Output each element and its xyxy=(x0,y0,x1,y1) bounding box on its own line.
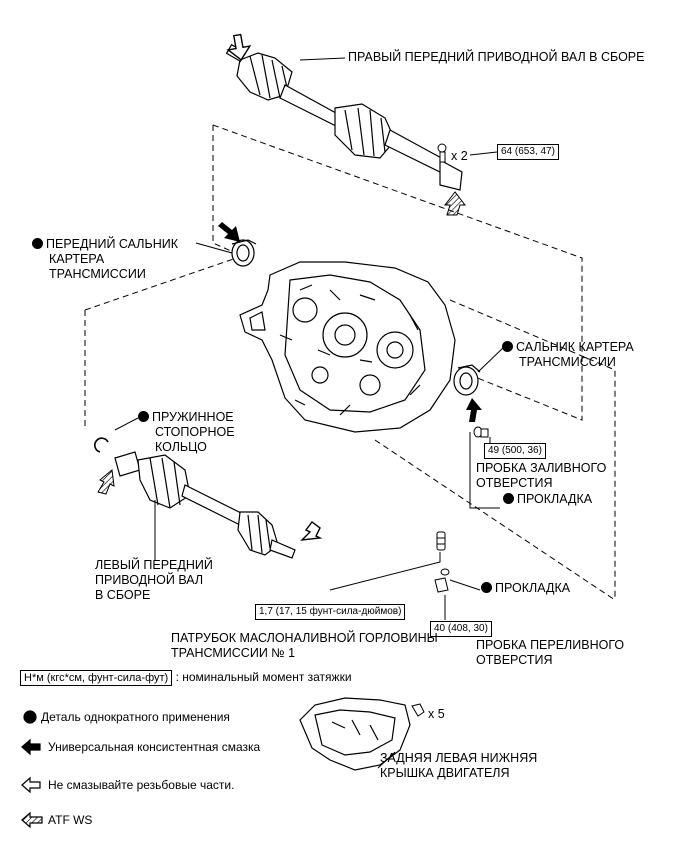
label-gasket-2: ПРОКЛАДКА xyxy=(481,581,570,596)
legend-grease: Универсальная консистентная смазка xyxy=(48,740,261,754)
legend-torque-text: : номинальный момент затяжки xyxy=(175,670,352,684)
label-snap-ring: ПРУЖИННОЕ СТОПОРНОЕ КОЛЬЦО xyxy=(138,410,235,455)
clip-icon xyxy=(411,703,425,717)
non-reusable-icon xyxy=(32,238,43,249)
non-reusable-icon xyxy=(138,411,149,422)
arrow-no-lube-left xyxy=(300,521,323,541)
filler-pipe-part xyxy=(436,531,446,551)
torque-box-fill-plug: 49 (500, 36) xyxy=(484,443,546,459)
right-drive-shaft xyxy=(225,43,463,191)
legend-atf: ATF WS xyxy=(48,813,93,827)
legend-non-reusable: Деталь однократного применения xyxy=(41,710,230,724)
engine-under-cover-part xyxy=(299,697,411,771)
front-seal-part xyxy=(231,239,257,267)
alignment-lines xyxy=(84,124,616,601)
qty-clips-label: x 5 xyxy=(428,707,445,721)
torque-box-overflow-plug: 40 (408, 30) xyxy=(430,621,492,637)
arrow-atf-right xyxy=(443,191,467,216)
bolt-icon xyxy=(437,143,447,163)
arrow-no-lube-top xyxy=(226,33,252,61)
non-reusable-icon xyxy=(503,493,514,504)
label-filler-pipe: ПАТРУБОК МАСЛОНАЛИВНОЙ ГОРЛОВИНЫ ТРАНСМИ… xyxy=(171,631,438,660)
label-fill-plug: ПРОБКА ЗАЛИВНОГО ОТВЕРСТИЯ xyxy=(476,461,607,490)
torque-box-shaft-bolts: 64 (653, 47) xyxy=(497,144,559,160)
leader-lines xyxy=(114,57,506,769)
label-under-cover: ЗАДНЯЯ ЛЕВАЯ НИЖНЯЯ КРЫШКА ДВИГАТЕЛЯ xyxy=(380,751,538,780)
label-right-drive-shaft: ПРАВЫЙ ПЕРЕДНИЙ ПРИВОДНОЙ ВАЛ В СБОРЕ xyxy=(348,50,645,64)
non-reusable-icon xyxy=(502,341,513,352)
qty-bolts-label: x 2 xyxy=(451,149,468,163)
case-seal-part xyxy=(453,364,481,396)
fill-plug-part xyxy=(473,426,489,438)
label-front-seal: ПЕРЕДНИЙ САЛЬНИК КАРТЕРА ТРАНСМИССИИ xyxy=(32,237,178,282)
snap-ring-part xyxy=(94,437,109,453)
label-overflow-plug: ПРОБКА ПЕРЕЛИВНОГО ОТВЕРСТИЯ xyxy=(476,638,625,667)
left-drive-shaft xyxy=(114,451,296,559)
overflow-plug-part xyxy=(434,568,450,593)
grease-arrow-case-seal xyxy=(466,398,482,422)
arrow-atf-left xyxy=(97,469,115,495)
grease-arrow-front-seal xyxy=(218,222,240,242)
legend-torque: Н*м (кгс*см, фунт-сила-фут) : номинальны… xyxy=(20,670,352,686)
legend-icons xyxy=(21,710,43,829)
label-left-drive-shaft: ЛЕВЫЙ ПЕРЕДНИЙ ПРИВОДНОЙ ВАЛ В СБОРЕ xyxy=(95,558,213,602)
legend-no-lube: Не смазывайте резьбовые части. xyxy=(48,778,235,792)
label-gasket-1: ПРОКЛАДКА xyxy=(503,492,592,507)
transmission-housing xyxy=(239,261,456,433)
torque-box-filler-pipe: 1,7 (17, 15 фунт-сила-дюймов) xyxy=(255,604,406,620)
legend-torque-box: Н*м (кгс*см, фунт-сила-фут) xyxy=(20,670,173,686)
non-reusable-icon xyxy=(481,582,492,593)
label-case-seal: САЛЬНИК КАРТЕРА ТРАНСМИССИИ xyxy=(502,340,634,370)
